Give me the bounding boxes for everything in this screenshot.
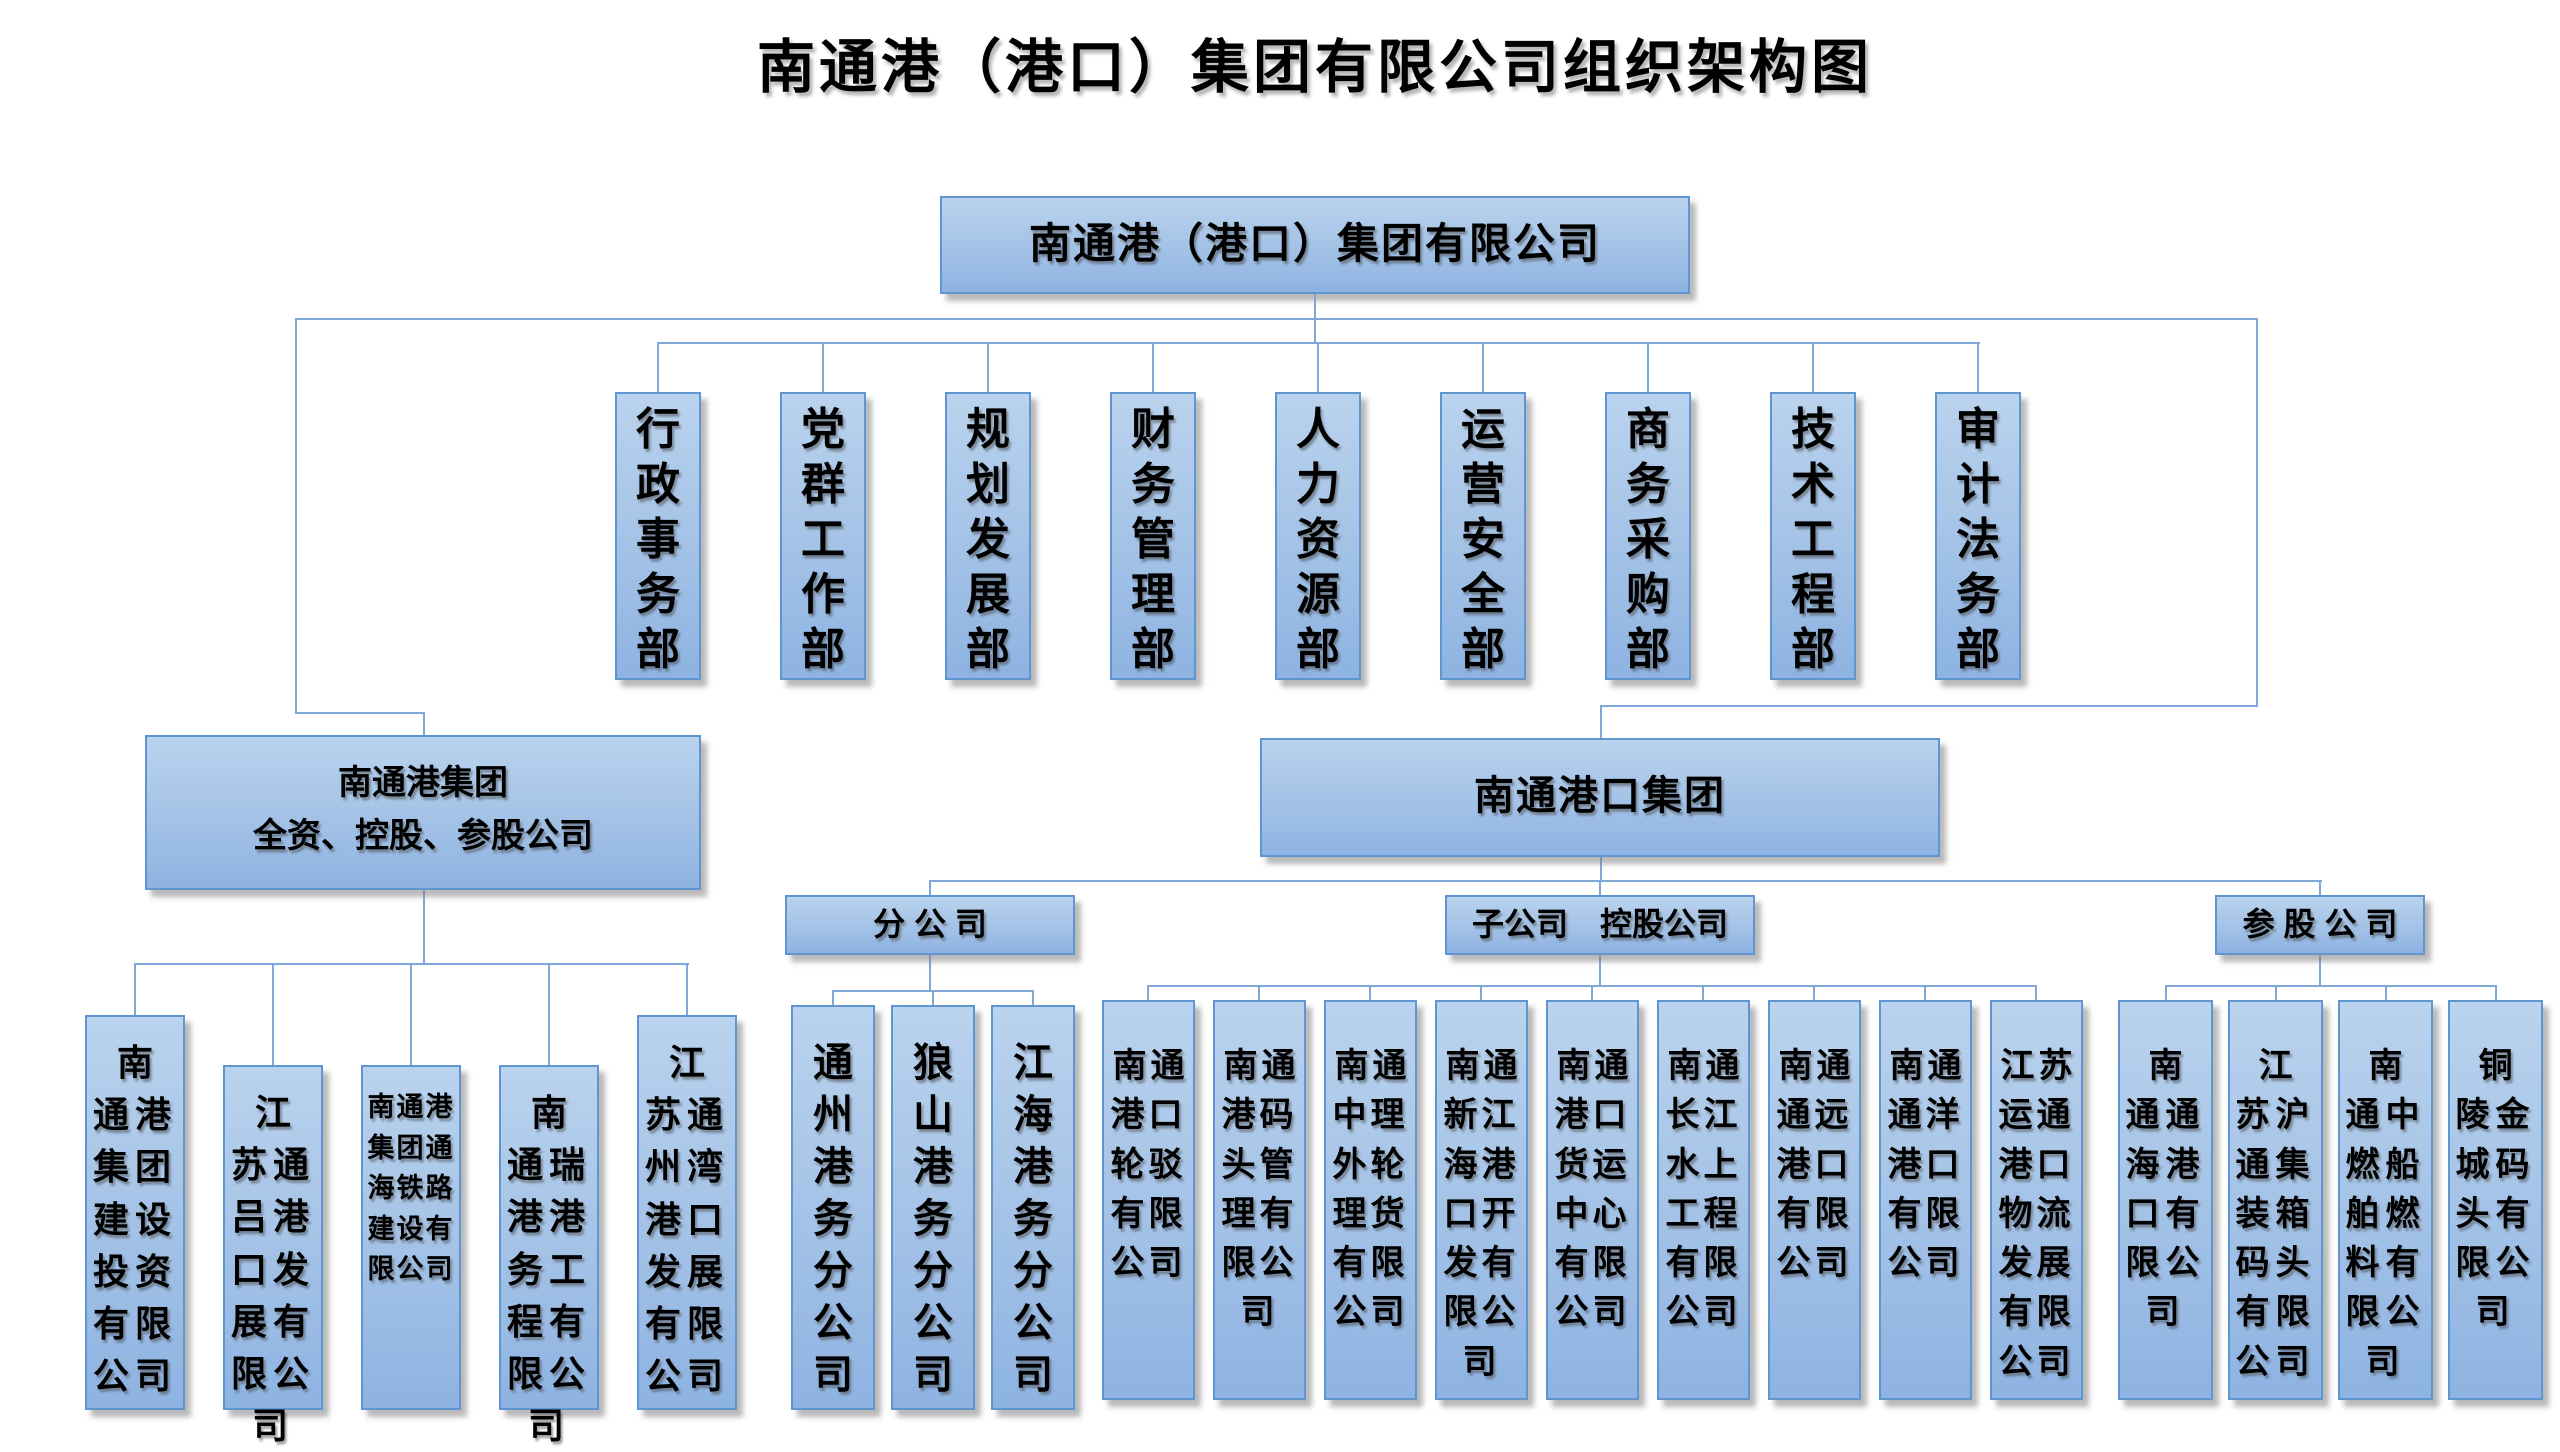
connector (2495, 985, 2497, 1000)
category-box-branch: 分 公 司 (785, 895, 1075, 955)
category-box-equity: 参 股 公 司 (2215, 895, 2425, 955)
right-group-box: 南通港口集团 (1260, 738, 1940, 857)
connector (1600, 705, 2258, 707)
company-box: 通州港务分公司 (791, 1005, 875, 1410)
connector (295, 712, 425, 714)
connector (2319, 955, 2321, 985)
company-box: 南通港集团通海铁路建设有限公司 (361, 1065, 461, 1410)
connector (1152, 342, 1154, 392)
connector (2256, 318, 2258, 705)
connector (832, 990, 834, 1005)
company-box: 南通通海港口有限公司 (2118, 1000, 2213, 1400)
connector (423, 890, 425, 963)
connector (1599, 880, 1601, 895)
company-box: 江苏通州湾港口发展有限公司 (637, 1015, 737, 1410)
connector (272, 963, 274, 1065)
org-root-box: 南通港（港口）集团有限公司 (940, 196, 1690, 294)
connector (134, 963, 136, 1015)
connector (1702, 985, 1704, 1000)
connector (2035, 985, 2037, 1000)
connector (2166, 985, 2496, 987)
connector (658, 342, 1980, 344)
connector (1600, 705, 1602, 738)
company-box: 狼山港务分公司 (891, 1005, 975, 1410)
dept-box: 行政事务部 (615, 392, 701, 680)
dept-box: 财务管理部 (1110, 392, 1196, 680)
connector (1147, 985, 1149, 1000)
company-box: 南通通洋港口有限公司 (1879, 1000, 1972, 1400)
company-box: 南通港口货运中心有限公司 (1546, 1000, 1639, 1400)
dept-box: 规划发展部 (945, 392, 1031, 680)
company-box: 南通新江海港口开发有限公司 (1435, 1000, 1528, 1400)
connector (1032, 990, 1034, 1005)
connector (1924, 985, 1926, 1000)
dept-box: 技术工程部 (1770, 392, 1856, 680)
connector (1812, 342, 1814, 392)
connector (295, 318, 2258, 320)
connector (410, 963, 412, 1065)
company-box: 南通港集团建设投资有限公司 (85, 1015, 185, 1410)
connector (2275, 985, 2277, 1000)
connector (1482, 342, 1484, 392)
connector (423, 712, 425, 735)
connector (2319, 880, 2321, 895)
connector (929, 955, 931, 990)
company-box: 江苏通吕港口发展有限公司 (223, 1065, 323, 1446)
connector (135, 963, 689, 965)
company-box: 南通中理外轮理货有限公司 (1324, 1000, 1417, 1400)
connector (1258, 985, 1260, 1000)
dept-box: 商务采购部 (1605, 392, 1691, 680)
company-box: 南通通远港口有限公司 (1768, 1000, 1861, 1400)
connector (987, 342, 989, 392)
connector (930, 880, 2322, 882)
connector (657, 342, 659, 392)
category-box-subsidiary: 子公司 控股公司 (1445, 895, 1755, 955)
connector (1977, 342, 1979, 392)
connector (686, 963, 688, 1015)
connector (932, 990, 934, 1005)
company-box: 江海港务分公司 (991, 1005, 1075, 1410)
company-box: 南通港码头管理有限公司 (1213, 1000, 1306, 1400)
connector (1600, 857, 1602, 880)
connector (1369, 985, 1371, 1000)
dept-box: 人力资源部 (1275, 392, 1361, 680)
connector (2165, 985, 2167, 1000)
connector (295, 318, 297, 712)
connector (1317, 342, 1319, 392)
company-box: 铜陵金城码头有限公司 (2448, 1000, 2543, 1400)
company-box: 江苏运通港口物流发展有限公司 (1990, 1000, 2083, 1400)
company-box: 江苏沪通集装箱码头有限公司 (2228, 1000, 2323, 1400)
connector (548, 963, 550, 1065)
connector (1591, 985, 1593, 1000)
company-box: 南通长江水上工程有限公司 (1657, 1000, 1750, 1400)
dept-box: 审计法务部 (1935, 392, 2021, 680)
connector (822, 342, 824, 392)
connector (2385, 985, 2387, 1000)
left-group-line2: 全资、控股、参股公司 (253, 816, 593, 855)
company-box: 南通中燃船舶燃料有限公司 (2338, 1000, 2433, 1400)
connector (1480, 985, 1482, 1000)
connector (1599, 955, 1601, 985)
company-box: 南通瑞港港务工程有限公司 (499, 1065, 599, 1446)
connector (1647, 342, 1649, 392)
left-group-box: 南通港集团 全资、控股、参股公司 (145, 735, 701, 890)
left-group-line1: 南通港集团 (338, 764, 508, 802)
connector (929, 880, 931, 895)
dept-box: 运营安全部 (1440, 392, 1526, 680)
dept-box: 党群工作部 (780, 392, 866, 680)
company-box: 南通港口轮驳有限公司 (1102, 1000, 1195, 1400)
connector (1813, 985, 1815, 1000)
page-title: 南通港（港口）集团有限公司组织架构图 (756, 35, 1873, 100)
